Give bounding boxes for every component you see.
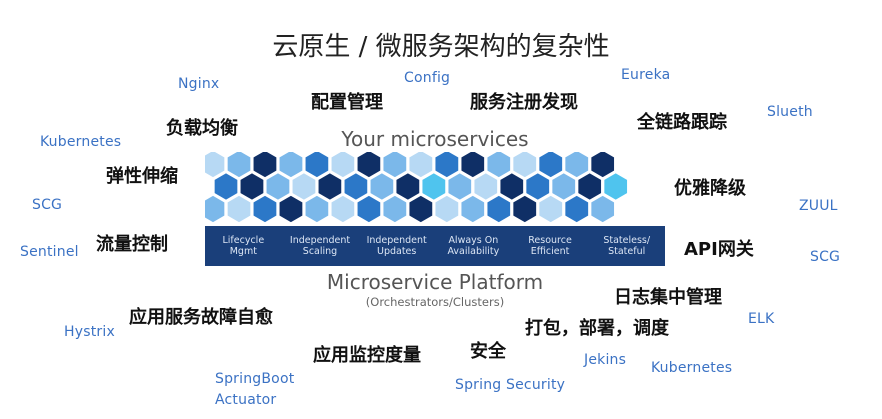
platform-subtitle: (Orchestrators/Clusters) bbox=[365, 295, 505, 309]
diagram-title: 云原生 / 微服务架构的复杂性 bbox=[272, 32, 610, 62]
microservice-hexagon bbox=[459, 152, 486, 179]
microservices-hex-grid bbox=[205, 152, 665, 230]
capability-cell: Independent Updates bbox=[366, 234, 427, 257]
microservice-hexagon bbox=[576, 171, 603, 202]
microservice-hexagon bbox=[433, 152, 460, 179]
microservice-hexagon bbox=[511, 152, 538, 179]
concern-config-management: 配置管理 bbox=[311, 92, 383, 113]
microservice-hexagon bbox=[537, 194, 564, 224]
tool-jekins: Jekins bbox=[584, 352, 627, 368]
microservice-hexagon bbox=[563, 194, 590, 224]
tool-spring-security: Spring Security bbox=[455, 377, 566, 393]
microservice-hexagon bbox=[304, 194, 330, 224]
microservice-hexagon bbox=[265, 171, 291, 202]
microservice-hexagon bbox=[394, 171, 421, 202]
microservice-hexagon bbox=[407, 194, 434, 224]
concern-traffic-control: 流量控制 bbox=[96, 234, 168, 255]
microservice-hexagon bbox=[343, 171, 369, 202]
tool-kubernetes-left: Kubernetes bbox=[40, 134, 122, 150]
tool-zuul: ZUUL bbox=[799, 198, 838, 214]
microservice-hexagon bbox=[420, 171, 447, 202]
microservice-hexagon bbox=[563, 152, 590, 179]
concern-elastic-scaling: 弹性伸缩 bbox=[106, 166, 178, 187]
concern-load-balancing: 负载均衡 bbox=[166, 118, 238, 139]
capability-cell: Independent Scaling bbox=[289, 234, 351, 257]
microservice-hexagon bbox=[278, 152, 304, 179]
microservice-hexagon bbox=[550, 171, 577, 202]
microservice-hexagon bbox=[330, 194, 356, 224]
microservice-hexagon bbox=[407, 152, 434, 179]
tool-nginx: Nginx bbox=[178, 76, 220, 92]
concern-package-deploy: 打包，部署，调度 bbox=[525, 318, 669, 339]
platform-capability-bar: Lifecycle Mgmt Independent Scaling Indepen… bbox=[205, 226, 665, 266]
concern-self-healing: 应用服务故障自愈 bbox=[129, 307, 273, 328]
microservice-hexagon bbox=[226, 194, 252, 224]
microservice-hexagon bbox=[330, 152, 356, 179]
microservice-hexagon bbox=[205, 194, 226, 224]
microservice-hexagon bbox=[205, 152, 226, 179]
tool-sentinel: Sentinel bbox=[20, 244, 79, 260]
capability-cell: Stateless/ Stateful bbox=[603, 234, 651, 257]
microservice-hexagon bbox=[356, 194, 382, 224]
tool-hystrix: Hystrix bbox=[64, 324, 115, 340]
tool-eureka: Eureka bbox=[621, 67, 671, 83]
capability-cell: Resource Efficient bbox=[528, 234, 572, 257]
microservice-hexagon bbox=[589, 194, 616, 224]
microservice-hexagon bbox=[485, 194, 512, 224]
tool-scg-left: SCG bbox=[32, 197, 63, 213]
capability-cell: Always On Availability bbox=[447, 234, 500, 257]
microservice-hexagon bbox=[602, 171, 629, 202]
microservice-hexagon bbox=[472, 171, 499, 202]
concern-full-chain-tracing: 全链路跟踪 bbox=[637, 112, 727, 133]
microservice-hexagon bbox=[304, 152, 330, 179]
microservice-hexagon bbox=[226, 152, 252, 179]
microservice-hexagon bbox=[317, 171, 343, 202]
concern-security: 安全 bbox=[470, 341, 506, 362]
microservice-hexagon bbox=[485, 152, 512, 179]
platform-title: Microservice Platform bbox=[326, 270, 544, 294]
concern-api-gateway: API网关 bbox=[684, 239, 754, 260]
tool-elk: ELK bbox=[748, 311, 775, 327]
tool-kubernetes-right: Kubernetes bbox=[651, 360, 733, 376]
microservice-hexagon bbox=[252, 194, 278, 224]
microservice-hexagon bbox=[213, 171, 239, 202]
microservice-hexagon bbox=[537, 152, 564, 179]
microservice-hexagon bbox=[524, 171, 551, 202]
concern-graceful-degradation: 优雅降级 bbox=[674, 178, 746, 199]
capability-cell: Lifecycle Mgmt bbox=[222, 234, 265, 257]
microservice-hexagon bbox=[252, 152, 278, 179]
microservice-hexagon bbox=[589, 152, 616, 179]
concern-service-discovery: 服务注册发现 bbox=[470, 92, 578, 113]
microservice-hexagon bbox=[278, 194, 304, 224]
microservice-hexagon bbox=[459, 194, 486, 224]
microservice-hexagon bbox=[381, 194, 408, 224]
tool-actuator: Actuator bbox=[215, 392, 277, 408]
tool-sleuth: Slueth bbox=[767, 104, 813, 120]
concern-log-management: 日志集中管理 bbox=[614, 287, 722, 308]
microservices-title: Your microservices bbox=[341, 127, 529, 151]
microservice-hexagon bbox=[511, 194, 538, 224]
microservice-hexagon bbox=[239, 171, 265, 202]
tool-scg-right: SCG bbox=[810, 249, 841, 265]
microservice-hexagon bbox=[433, 194, 460, 224]
microservice-hexagon bbox=[446, 171, 473, 202]
microservice-hexagon bbox=[291, 171, 317, 202]
tool-springboot: SpringBoot bbox=[215, 371, 295, 387]
microservice-hexagon bbox=[381, 152, 408, 179]
concern-monitoring: 应用监控度量 bbox=[313, 345, 421, 366]
microservice-hexagon bbox=[356, 152, 382, 179]
microservice-hexagon bbox=[369, 171, 395, 202]
tool-config: Config bbox=[404, 70, 451, 86]
microservice-hexagon bbox=[498, 171, 525, 202]
